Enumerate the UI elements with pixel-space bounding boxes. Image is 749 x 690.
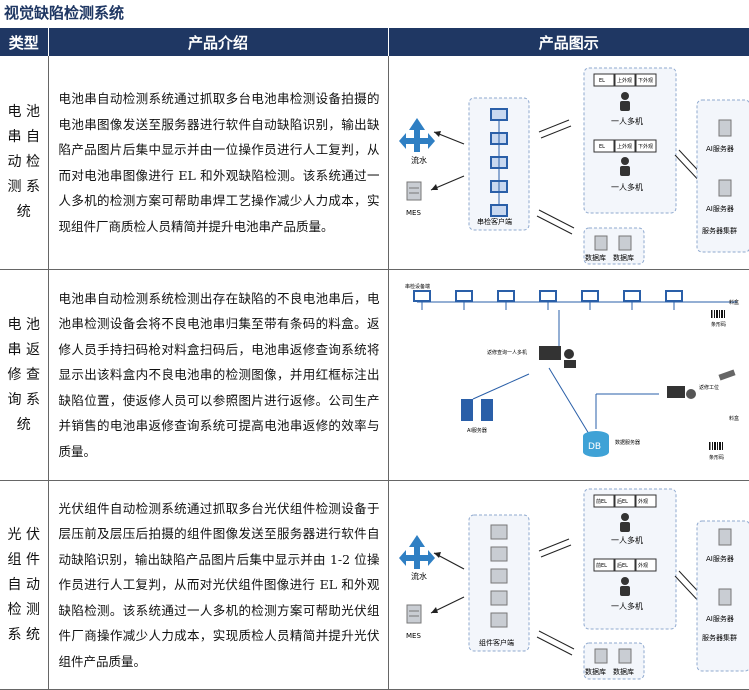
svg-text:串检客户端: 串检客户端 <box>477 217 512 226</box>
figure-cell: 串检设备端 料盒 条形码 返修查询一人多机 AI服务器 <box>388 270 749 481</box>
svg-text:条形码: 条形码 <box>711 321 726 328</box>
description-cell: 电池串自动检测系统通过抓取多台电池串检测设备拍摄的电池串图像发送至服务器进行软件… <box>48 56 388 270</box>
svg-text:条形码: 条形码 <box>709 454 724 461</box>
svg-text:上外观: 上外观 <box>617 77 632 84</box>
svg-text:数据库: 数据库 <box>585 667 606 676</box>
svg-text:DB: DB <box>588 442 601 452</box>
svg-text:服务器集群: 服务器集群 <box>702 226 737 235</box>
svg-text:数据库: 数据库 <box>585 253 606 262</box>
svg-text:组件客户端: 组件客户端 <box>479 638 514 647</box>
barcode-icon <box>711 310 725 318</box>
svg-text:下外观: 下外观 <box>638 77 653 84</box>
svg-text:AI服务器: AI服务器 <box>467 427 487 434</box>
svg-text:后EL: 后EL <box>617 498 628 505</box>
table-row: 电 池串 返修 查询 系统 电池串自动检测系统检测出存在缺陷的不良电池串后，电池… <box>0 270 749 481</box>
svg-text:返修工位: 返修工位 <box>699 384 719 391</box>
svg-text:前EL: 前EL <box>596 562 607 569</box>
server-icon <box>407 182 421 200</box>
svg-text:流水: 流水 <box>411 571 427 581</box>
pv-system-diagram: 流水 MES 组件客户端 <box>389 485 749 685</box>
repair-station-icon <box>667 386 696 399</box>
svg-text:AI服务器: AI服务器 <box>706 144 734 153</box>
ai-server-icon <box>461 399 493 421</box>
figure-cell: 流水 MES 串检客户端 <box>388 56 749 270</box>
flow-icon <box>399 118 435 152</box>
svg-text:MES: MES <box>406 632 421 640</box>
table-row: 光 伏组 件自 动检 测系 统 光伏组件自动检测系统通过抓取多台光伏组件检测设备… <box>0 481 749 690</box>
svg-text:服务器集群: 服务器集群 <box>702 633 737 642</box>
barcode-icon-2 <box>709 442 723 450</box>
svg-text:料盒: 料盒 <box>729 415 739 422</box>
svg-text:外观: 外观 <box>638 562 648 569</box>
svg-text:一人多机: 一人多机 <box>611 601 643 611</box>
svg-text:一人多机: 一人多机 <box>611 182 643 192</box>
figure-cell: 流水 MES 组件客户端 <box>388 481 749 690</box>
product-table: 类型 产品介绍 产品图示 电 池串 自动 检测 系统 电池串自动检测系统通过抓取… <box>0 28 749 690</box>
svg-text:数据服务器: 数据服务器 <box>615 439 640 446</box>
repair-diagram: 串检设备端 料盒 条形码 返修查询一人多机 AI服务器 <box>389 274 749 476</box>
svg-text:AI服务器: AI服务器 <box>706 614 734 623</box>
description-cell: 光伏组件自动检测系统通过抓取多台光伏组件检测设备于层压前及层压后拍摄的组件图像发… <box>48 481 388 690</box>
type-cell: 光 伏组 件自 动检 测系 统 <box>0 481 48 690</box>
svg-text:AI服务器: AI服务器 <box>706 204 734 213</box>
svg-text:返修查询一人多机: 返修查询一人多机 <box>487 349 527 356</box>
svg-text:下外观: 下外观 <box>638 143 653 150</box>
table-row: 电 池串 自动 检测 系统 电池串自动检测系统通过抓取多台电池串检测设备拍摄的电… <box>0 56 749 270</box>
flow-icon <box>399 535 435 569</box>
svg-text:数据库: 数据库 <box>613 667 634 676</box>
scanner-icon <box>718 369 735 380</box>
svg-text:数据库: 数据库 <box>613 253 634 262</box>
page-title: 视觉缺陷检测系统 <box>4 2 124 23</box>
type-cell: 电 池串 自动 检测 系统 <box>0 56 48 270</box>
svg-text:前EL: 前EL <box>596 498 607 505</box>
server-icon <box>407 605 421 623</box>
header-intro: 产品介绍 <box>48 28 388 56</box>
operator-workstation-icon <box>539 346 576 368</box>
svg-text:流水: 流水 <box>411 155 427 165</box>
svg-text:MES: MES <box>406 209 421 217</box>
description-cell: 电池串自动检测系统检测出存在缺陷的不良电池串后，电池串检测设备会将不良电池串归集… <box>48 270 388 481</box>
svg-text:后EL: 后EL <box>617 562 628 569</box>
header-figure: 产品图示 <box>388 28 749 56</box>
svg-text:一人多机: 一人多机 <box>611 535 643 545</box>
header-type: 类型 <box>0 28 48 56</box>
svg-text:EL: EL <box>599 78 605 84</box>
type-cell: 电 池串 返修 查询 系统 <box>0 270 48 481</box>
svg-text:EL: EL <box>599 144 605 150</box>
svg-text:AI服务器: AI服务器 <box>706 554 734 563</box>
svg-text:外观: 外观 <box>638 498 648 505</box>
svg-text:上外观: 上外观 <box>617 143 632 150</box>
svg-text:料盒: 料盒 <box>729 299 739 306</box>
system-diagram: 流水 MES 串检客户端 <box>389 60 749 265</box>
svg-text:串检设备端: 串检设备端 <box>405 283 430 290</box>
svg-text:一人多机: 一人多机 <box>611 116 643 126</box>
